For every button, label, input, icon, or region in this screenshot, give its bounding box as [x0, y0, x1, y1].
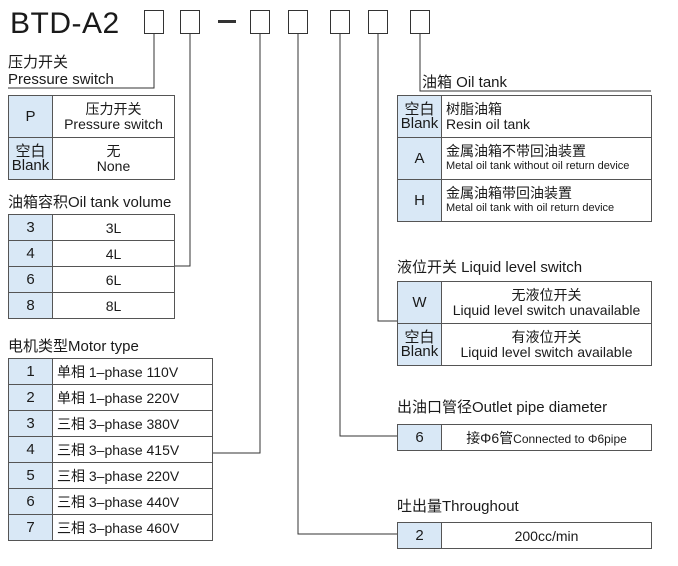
code-box-throughput: [288, 10, 308, 34]
option-code: 8: [8, 292, 53, 319]
throughput-title: 吐出量Throughout: [397, 498, 519, 515]
option-desc: 单相 1–phase 220V: [52, 384, 213, 411]
option-desc: 无 None: [52, 137, 175, 180]
connector-throughput: [297, 34, 397, 535]
option-code: 2: [397, 522, 442, 549]
outlet-pipe-table: 6 接Φ6管Connected to Φ6pipe: [397, 424, 652, 451]
connector-oil-tank: [419, 34, 651, 92]
option-code: 空白 Blank: [8, 137, 53, 180]
option-desc: 三相 3–phase 220V: [52, 462, 213, 489]
code-box-motor-type: [250, 10, 270, 34]
pressure-switch-table: P 压力开关 Pressure switch 空白 Blank 无 None: [8, 95, 175, 180]
table-row: 2 200cc/min: [397, 522, 652, 549]
option-desc: 三相 3–phase 440V: [52, 488, 213, 515]
option-code: 6: [397, 424, 442, 451]
table-row: A 金属油箱不带回油装置 Metal oil tank without oil …: [397, 137, 652, 180]
option-code: W: [397, 281, 442, 324]
connector-outlet-pipe: [339, 34, 397, 437]
connector-level-switch: [377, 34, 397, 322]
option-code: 6: [8, 488, 53, 515]
oil-tank-title: 油箱 Oil tank: [422, 74, 508, 91]
option-desc: 有液位开关 Liquid level switch available: [441, 323, 652, 366]
option-code: 6: [8, 266, 53, 293]
option-desc: 接Φ6管Connected to Φ6pipe: [441, 424, 652, 451]
model-prefix: BTD-A2: [10, 7, 120, 40]
pressure-switch-title-en: Pressure switch: [8, 71, 114, 88]
table-row: 6 接Φ6管Connected to Φ6pipe: [397, 424, 652, 451]
code-box-pressure-switch: [144, 10, 164, 34]
option-code: 4: [8, 436, 53, 463]
table-row: H 金属油箱带回油装置 Metal oil tank with oil retu…: [397, 179, 652, 222]
table-row: 空白 Blank 有液位开关 Liquid level switch avail…: [397, 323, 652, 366]
option-desc: 三相 3–phase 415V: [52, 436, 213, 463]
option-desc: 无液位开关 Liquid level switch unavailable: [441, 281, 652, 324]
connector-tank-volume: [174, 34, 191, 267]
level-switch-table: W 无液位开关 Liquid level switch unavailable …: [397, 281, 652, 366]
option-desc: 压力开关 Pressure switch: [52, 95, 175, 138]
tank-volume-title: 油箱容积Oil tank volume: [8, 194, 172, 211]
option-code: 4: [8, 240, 53, 267]
option-desc: 单相 1–phase 110V: [52, 358, 213, 385]
option-code: 7: [8, 514, 53, 541]
option-desc: 3L: [52, 214, 175, 241]
option-desc: 4L: [52, 240, 175, 267]
table-row: 空白 Blank 无 None: [8, 137, 175, 180]
code-box-oil-tank-volume: [180, 10, 200, 34]
code-box-oil-tank: [410, 10, 430, 34]
option-desc: 金属油箱不带回油装置 Metal oil tank without oil re…: [441, 137, 652, 180]
option-code: 空白 Blank: [397, 95, 442, 138]
connector-pressure-switch: [8, 34, 155, 89]
option-desc: 金属油箱带回油装置 Metal oil tank with oil return…: [441, 179, 652, 222]
option-code: H: [397, 179, 442, 222]
option-desc: 三相 3–phase 380V: [52, 410, 213, 437]
option-code: P: [8, 95, 53, 138]
pressure-switch-title-cn: 压力开关: [8, 54, 69, 71]
table-row: 空白 Blank 树脂油箱 Resin oil tank: [397, 95, 652, 138]
motor-type-title: 电机类型Motor type: [8, 338, 139, 355]
option-desc: 树脂油箱 Resin oil tank: [441, 95, 652, 138]
code-separator-dash: [218, 20, 236, 23]
option-code: 2: [8, 384, 53, 411]
level-switch-title: 液位开关 Liquid level switch: [397, 259, 583, 276]
option-code: A: [397, 137, 442, 180]
option-code: 1: [8, 358, 53, 385]
oil-tank-table: 空白 Blank 树脂油箱 Resin oil tank A 金属油箱不带回油装…: [397, 95, 652, 222]
option-code: 空白 Blank: [397, 323, 442, 366]
option-code: 3: [8, 214, 53, 241]
option-desc: 200cc/min: [441, 522, 652, 549]
connector-motor-type: [212, 34, 261, 454]
outlet-pipe-title: 出油口管径Outlet pipe diameter: [397, 399, 608, 416]
option-desc: 三相 3–phase 460V: [52, 514, 213, 541]
throughput-table: 2 200cc/min: [397, 522, 652, 549]
code-box-outlet-pipe: [330, 10, 350, 34]
option-code: 3: [8, 410, 53, 437]
table-row: W 无液位开关 Liquid level switch unavailable: [397, 281, 652, 324]
code-box-level-switch: [368, 10, 388, 34]
table-row: P 压力开关 Pressure switch: [8, 95, 175, 138]
option-desc: 8L: [52, 292, 175, 319]
option-code: 5: [8, 462, 53, 489]
option-desc: 6L: [52, 266, 175, 293]
